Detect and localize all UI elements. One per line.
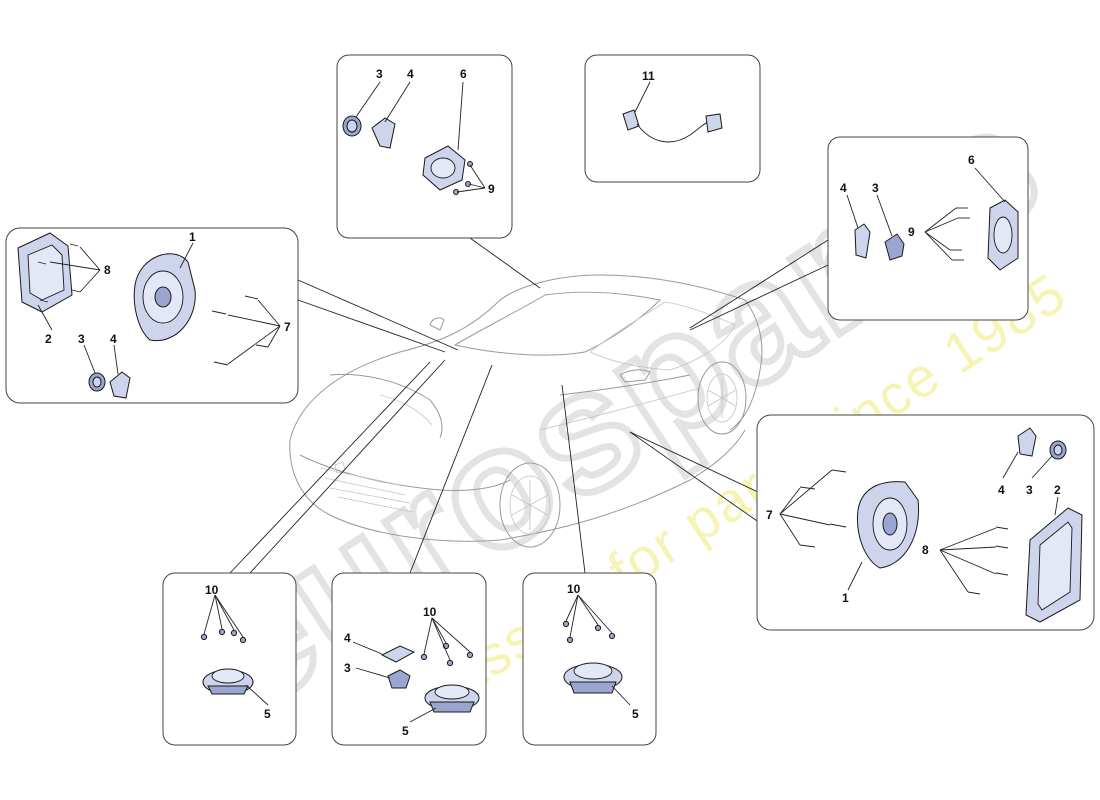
tweeter-part: [342, 115, 362, 137]
screws-part: [211, 295, 269, 366]
spacer-screws-part-right: [967, 526, 1009, 595]
callout-midrange-speaker-1: 5: [264, 707, 271, 721]
callout-cable: 11: [642, 69, 655, 83]
tweeter-bracket-part-left: [109, 371, 131, 399]
midrange-screws-part-right: [562, 620, 616, 644]
panel-midrange-center: 4 3 10 5: [331, 572, 487, 746]
callout-screw-left: 7: [284, 320, 291, 334]
spacer-ring-part: [17, 232, 73, 313]
callout-tweeter-bracket-left: 4: [110, 332, 117, 346]
rear-screws-part: [453, 161, 473, 195]
screws-part-right: [799, 469, 847, 548]
rear-speaker-part: [422, 145, 466, 191]
callout-tweeter-bracket-center: 4: [344, 631, 351, 645]
tweeter-part-center: [387, 669, 411, 689]
panel-midrange-right: 10 5: [522, 572, 657, 746]
panel-cable: 11: [584, 54, 761, 183]
tweeter-part-right: [1049, 440, 1067, 460]
cable-part: [622, 109, 723, 143]
callout-rear-speaker-right: 6: [968, 153, 975, 167]
callout-rear-screw-right: 9: [908, 225, 915, 239]
callout-tweeter-right-rear: 3: [872, 181, 879, 195]
front-door-speaker-part-right: [856, 481, 920, 569]
callout-spacer-ring-left: 2: [45, 332, 52, 346]
panel-connectors: [229, 237, 829, 574]
rear-speaker-part-right: [987, 199, 1019, 271]
front-door-speaker-part: [133, 253, 196, 342]
spacer-screws-part: [37, 243, 81, 303]
callout-spacer-ring-right: 2: [1054, 483, 1061, 497]
panel-right-rear: 4 3 6 9: [827, 136, 1029, 321]
callout-midrange-screw-2: 10: [423, 605, 437, 619]
midrange-screws-part-center: [420, 642, 474, 667]
tweeter-part-left: [88, 372, 106, 392]
panel-rear-parcel-shelf: 3 4 6 9: [336, 54, 513, 239]
callout-tweeter-bracket: 4: [407, 67, 414, 81]
callout-screw-right: 7: [766, 508, 773, 522]
midrange-speaker-part-right: [563, 662, 623, 694]
rear-screws-part-right: [950, 207, 970, 261]
callout-tweeter-right: 3: [1026, 483, 1033, 497]
midrange-screws-part: [200, 628, 247, 644]
tweeter-bracket-part-right-rear: [854, 223, 871, 259]
car-illustration: [289, 274, 763, 548]
midrange-speaker-part: [202, 668, 254, 695]
callout-front-door-speaker-left: 1: [189, 230, 196, 244]
callout-tweeter-bracket-right: 4: [998, 483, 1005, 497]
callout-tweeter-bracket-right-rear: 4: [840, 181, 847, 195]
callout-midrange-screw-1: 10: [205, 583, 219, 597]
tweeter-bracket-part-right: [1017, 427, 1037, 457]
tweeter-bracket-part: [371, 117, 396, 149]
callout-tweeter-center: 3: [344, 661, 351, 675]
panel-left-door: 1 8 2 7 3 4: [5, 227, 299, 404]
callout-rear-screw: 9: [488, 182, 495, 196]
tweeter-bracket-part-center: [380, 645, 416, 663]
callout-tweeter-left: 3: [78, 332, 85, 346]
callout-midrange-speaker-2: 5: [402, 724, 409, 738]
callout-spacer-screw-right: 8: [922, 543, 929, 557]
callout-midrange-speaker-3: 5: [632, 707, 639, 721]
callout-tweeter: 3: [376, 67, 383, 81]
midrange-speaker-part-center: [424, 684, 480, 713]
callout-spacer-screw-left: 8: [104, 263, 111, 277]
callout-rear-speaker: 6: [460, 67, 467, 81]
panel-right-door: 7 1 8 4 3 2: [756, 414, 1095, 631]
tweeter-part-right-rear: [884, 233, 905, 261]
callout-midrange-screw-3: 10: [567, 582, 581, 596]
panel-midrange-left: 10 5: [162, 572, 297, 746]
callout-front-door-speaker-right: 1: [842, 591, 849, 605]
spacer-ring-part-right: [1025, 507, 1083, 623]
